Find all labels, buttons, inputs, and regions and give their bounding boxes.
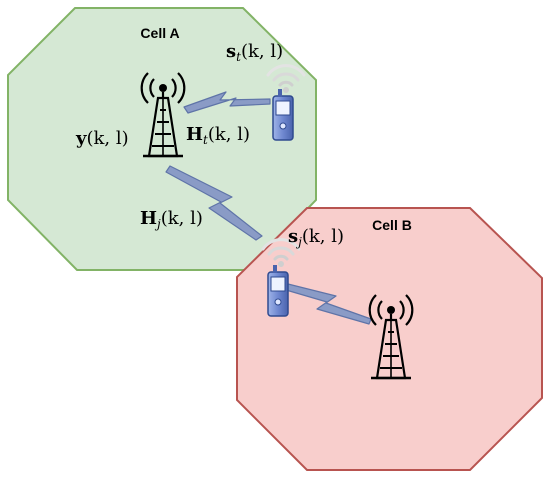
label-st: st(k, l) [226,41,283,64]
link-b-lightning-icon [285,283,372,325]
link-ht-lightning-icon [183,91,271,114]
label-Ht: Ht(k, l) [186,124,250,147]
cell-b-region [236,207,543,471]
label-Hj: Hj(k, l) [140,208,203,231]
user-j-mobile-phone-icon [267,264,289,317]
label-y: y(k, l) [75,128,129,149]
link-hj-lightning-icon [165,165,263,241]
cell-b-label: Cell B [372,217,412,233]
label-sj: sj(k, l) [288,226,344,249]
user-t-mobile-phone-icon [272,88,294,141]
cell-a-label: Cell A [140,25,179,41]
